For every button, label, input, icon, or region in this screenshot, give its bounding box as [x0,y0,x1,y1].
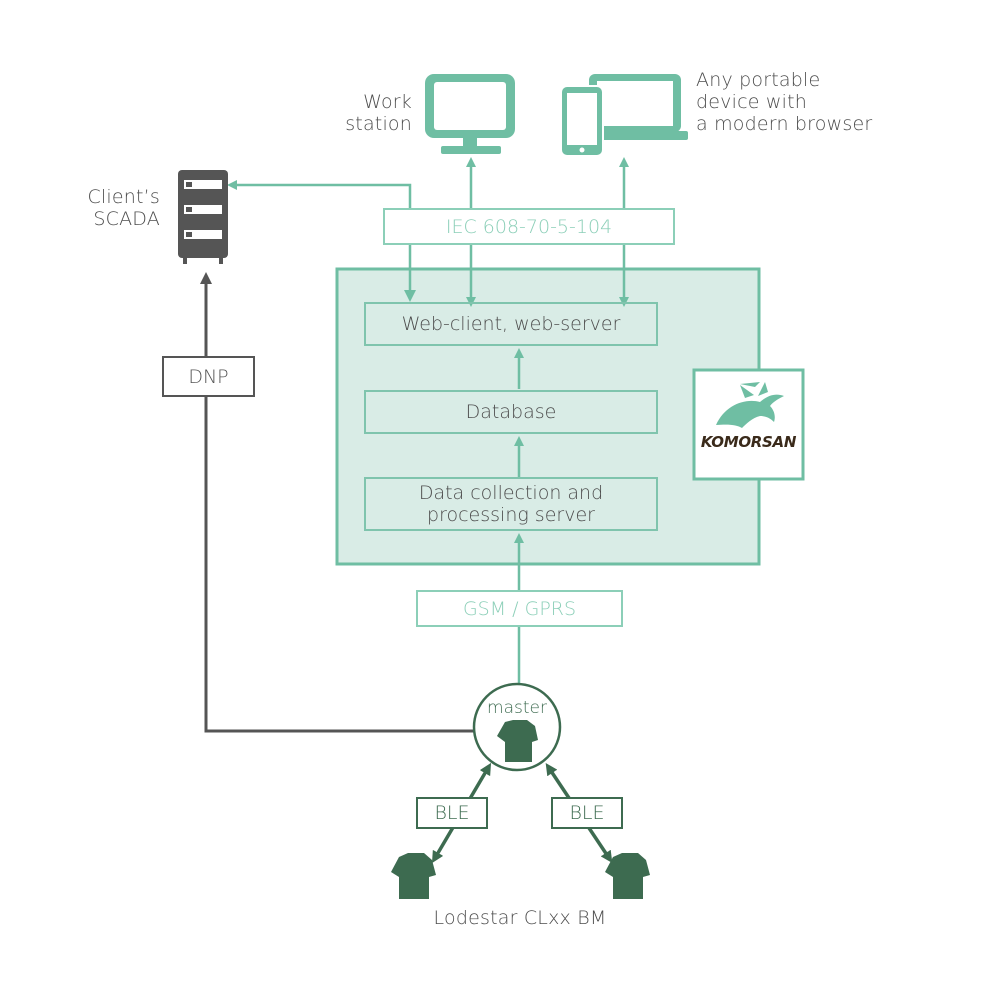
dnp-connection [200,272,474,733]
server-panel [335,267,761,566]
workstation-label: Work station [345,91,412,135]
database-box: Database [364,390,658,434]
arrow-to-scada [227,180,412,290]
lodestar-device-icon-master [497,720,538,762]
komorsan-logo-text: KOMORSAN [700,433,797,451]
ble-right-box: BLE [551,797,623,829]
portable-device-label: Any portable device with a modern browse… [696,69,873,135]
iec-protocol-box: IEC 608-70-5-104 [383,208,675,245]
scada-label: Client’s SCADA [87,186,160,230]
komorsan-logo-box [692,368,805,481]
monitor-icon [425,74,515,154]
gsm-protocol-box: GSM / GPRS [416,590,623,627]
lodestar-device-icon-left [391,853,436,899]
ble-left-box: BLE [416,797,488,829]
lodestar-device-icon-right [605,853,650,899]
lodestar-label: Lodestar CLxx BM [433,907,607,929]
data-collection-box: Data collection and processing server [364,477,658,531]
dnp-protocol-box: DNP [162,356,255,397]
server-rack-icon [178,170,228,264]
komorsan-logo [716,382,784,428]
master-label: master [487,698,547,718]
web-server-box: Web-client, web-server [364,302,658,346]
laptop-icon [582,74,688,140]
tablet-icon [560,85,604,157]
